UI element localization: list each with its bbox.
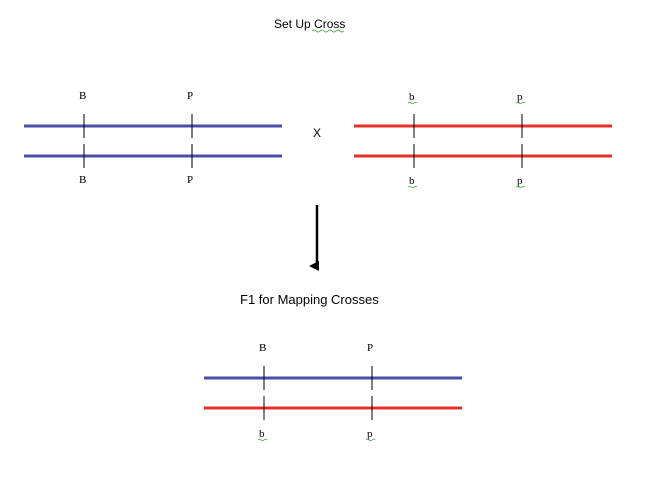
allele-label: b — [259, 428, 265, 440]
allele-label: P — [367, 342, 373, 354]
allele-label: p — [517, 175, 523, 187]
f1-heterozygote: B P b p — [204, 342, 462, 442]
setup-title-word: Cross — [314, 17, 345, 31]
allele-label: b — [409, 175, 415, 187]
allele-label: P — [187, 174, 193, 186]
spellcheck-underline — [365, 438, 376, 442]
spellcheck-underline — [515, 101, 526, 105]
recessive-parent: b p b p — [354, 91, 612, 189]
f1-title: F1 for Mapping Crosses — [240, 292, 379, 307]
allele-label: P — [187, 90, 193, 102]
setup-title: Set Up Cross — [274, 17, 345, 31]
spellcheck-underline — [515, 185, 526, 189]
allele-label: b — [409, 91, 415, 103]
cross-symbol: X — [313, 126, 321, 140]
setup-title-prefix: Set Up — [274, 17, 314, 31]
spellcheck-underline — [407, 185, 418, 189]
allele-label: B — [259, 342, 266, 354]
allele-label: p — [517, 91, 523, 103]
allele-label: B — [79, 174, 86, 186]
allele-label: p — [367, 428, 373, 440]
dominant-parent: B P B P — [24, 90, 282, 186]
allele-label: B — [79, 90, 86, 102]
spellcheck-underline — [257, 438, 268, 442]
spellcheck-underline — [407, 101, 418, 105]
spellcheck-underline — [311, 29, 345, 33]
